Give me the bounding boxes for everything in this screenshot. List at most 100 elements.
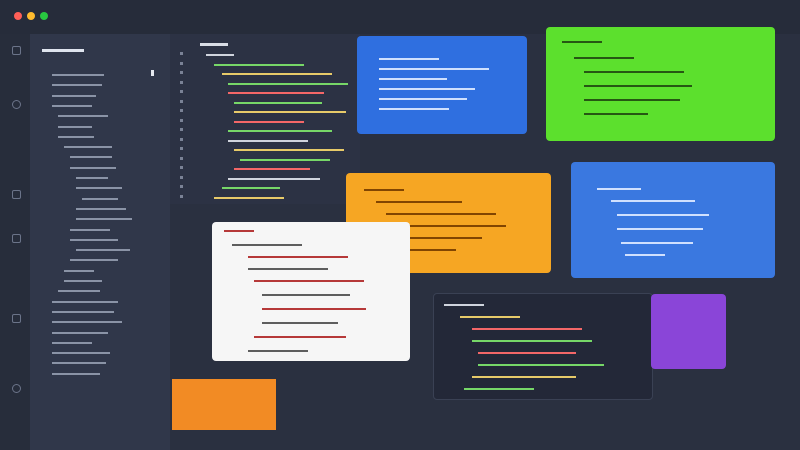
card-text-line [584, 99, 680, 101]
tree-row [58, 125, 92, 128]
green-card[interactable] [546, 27, 775, 141]
code-line [206, 54, 234, 56]
git-icon[interactable] [12, 190, 21, 199]
card-text-line [597, 188, 641, 190]
purple-card[interactable] [651, 294, 726, 369]
blue-card[interactable] [357, 36, 527, 134]
card-text-line [617, 228, 703, 230]
tree-row [70, 166, 116, 169]
code-line [228, 130, 332, 132]
code-editor [170, 34, 360, 204]
card-text-line [379, 58, 439, 60]
card-text-line [386, 225, 506, 227]
line-number [180, 80, 183, 84]
tree-row [82, 197, 118, 200]
tree-row [52, 352, 110, 355]
code-line [234, 168, 310, 170]
code-line [240, 158, 330, 161]
close-icon[interactable] [14, 12, 22, 20]
files-icon[interactable] [12, 46, 21, 55]
card-text-line [379, 98, 467, 100]
maximize-icon[interactable] [40, 12, 48, 20]
tree-row [76, 218, 132, 221]
card-text-line [262, 294, 350, 296]
code-line [222, 73, 332, 75]
card-text-line [386, 249, 456, 251]
code-line [228, 92, 324, 94]
code-line [234, 101, 322, 104]
tree-row [70, 238, 118, 241]
code-line [228, 177, 320, 180]
card-text-line [621, 242, 693, 244]
card-text-line [464, 388, 534, 390]
search-icon[interactable] [12, 100, 21, 109]
tree-row [76, 249, 130, 252]
card-text-line [224, 230, 254, 232]
line-number [180, 156, 183, 160]
tree-row [64, 269, 94, 272]
debug-icon[interactable] [12, 234, 21, 243]
extensions-icon[interactable] [12, 314, 21, 323]
code-line [234, 149, 344, 151]
tree-row [76, 187, 122, 190]
card-text-line [254, 280, 364, 282]
card-text-line [584, 113, 648, 115]
tree-row [52, 104, 92, 107]
file-explorer [30, 34, 170, 450]
code-line [214, 196, 284, 199]
text-cursor [151, 70, 154, 76]
code-line [234, 111, 346, 113]
dark-code-card[interactable] [433, 293, 653, 400]
tree-row [52, 341, 92, 344]
minimize-icon[interactable] [27, 12, 35, 20]
card-text-line [232, 244, 302, 246]
card-text-line [584, 85, 692, 87]
white-card[interactable] [212, 222, 410, 361]
card-text-line [262, 322, 338, 324]
card-text-line [386, 237, 482, 239]
tree-row [58, 290, 100, 293]
card-text-line [472, 328, 582, 330]
card-text-line [460, 316, 520, 318]
card-text-line [248, 256, 348, 258]
card-text-line [472, 340, 592, 342]
card-text-line [625, 254, 665, 256]
line-number [180, 99, 183, 103]
tree-row [52, 331, 108, 334]
tree-row [64, 146, 112, 149]
tree-row [52, 310, 114, 313]
card-text-line [364, 189, 404, 191]
tree-row [52, 300, 118, 303]
line-number [180, 185, 183, 188]
code-line [234, 120, 304, 123]
card-text-line [562, 41, 602, 43]
card-text-line [617, 214, 709, 216]
card-text-line [478, 352, 576, 354]
tree-row [76, 177, 108, 179]
tree-row [70, 156, 112, 159]
card-text-line [574, 57, 634, 59]
tree-row [52, 74, 104, 76]
line-number [180, 52, 183, 55]
card-text-line [248, 350, 308, 352]
line-number [180, 61, 183, 65]
card-text-line [254, 336, 346, 338]
blue-card-right[interactable] [571, 162, 775, 278]
card-text-line [478, 364, 604, 366]
card-text-line [611, 200, 695, 202]
tree-row [52, 372, 100, 375]
card-text-line [379, 88, 475, 90]
line-number [180, 118, 183, 122]
card-text-line [472, 376, 576, 378]
tree-row [64, 280, 102, 282]
line-number [180, 137, 183, 141]
card-text-line [444, 304, 484, 306]
card-text-line [379, 108, 449, 110]
settings-icon[interactable] [12, 384, 21, 393]
tree-row [58, 135, 94, 138]
card-text-line [262, 308, 366, 310]
code-line [214, 63, 304, 66]
activity-bar [0, 34, 30, 450]
orange-block[interactable] [172, 379, 276, 430]
line-number [180, 128, 183, 131]
